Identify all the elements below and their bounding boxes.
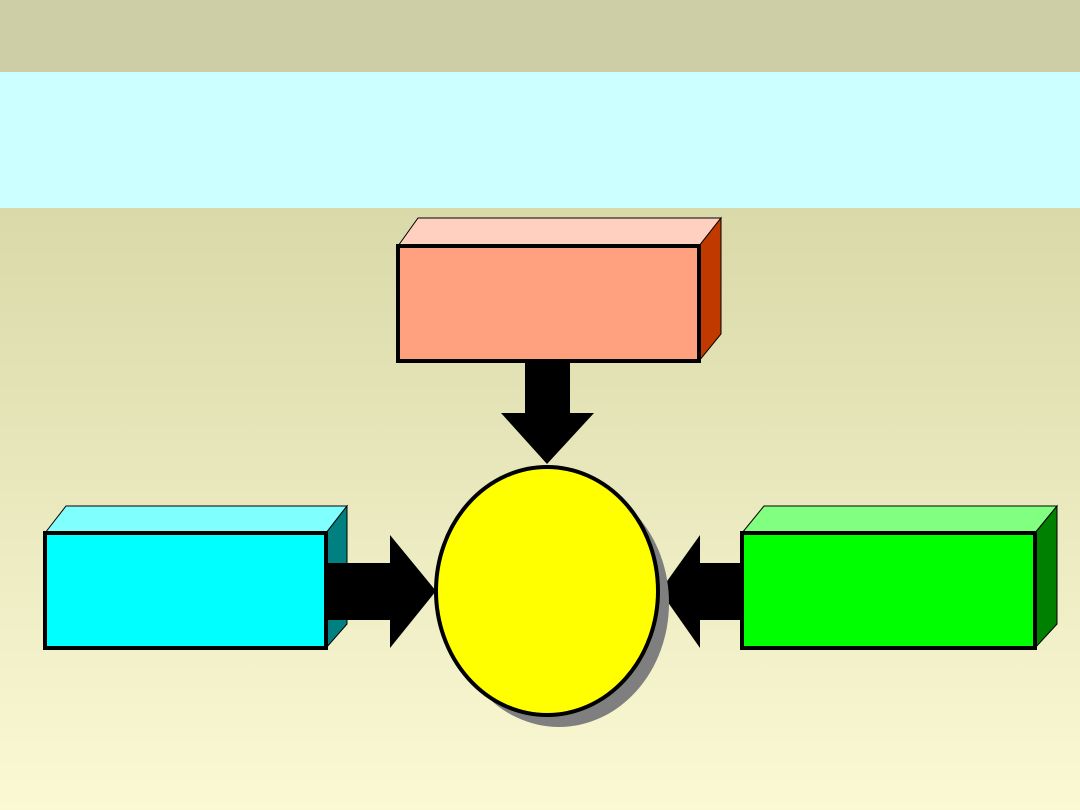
title-band	[0, 72, 1080, 208]
right-box	[740, 504, 1059, 650]
top-box-top-face	[397, 217, 723, 247]
right-box-front-face	[740, 531, 1037, 650]
right-box-top-face	[740, 505, 1059, 534]
center-node	[434, 465, 669, 727]
top-box	[396, 216, 723, 363]
top-box-front-face	[396, 244, 701, 363]
left-box-front-face	[43, 531, 328, 650]
arrow-right	[326, 535, 436, 648]
left-box-top-face	[43, 505, 349, 534]
center-circle	[434, 465, 660, 717]
left-box	[43, 504, 349, 650]
arrow-down	[501, 361, 594, 464]
arrow-left	[660, 535, 742, 648]
